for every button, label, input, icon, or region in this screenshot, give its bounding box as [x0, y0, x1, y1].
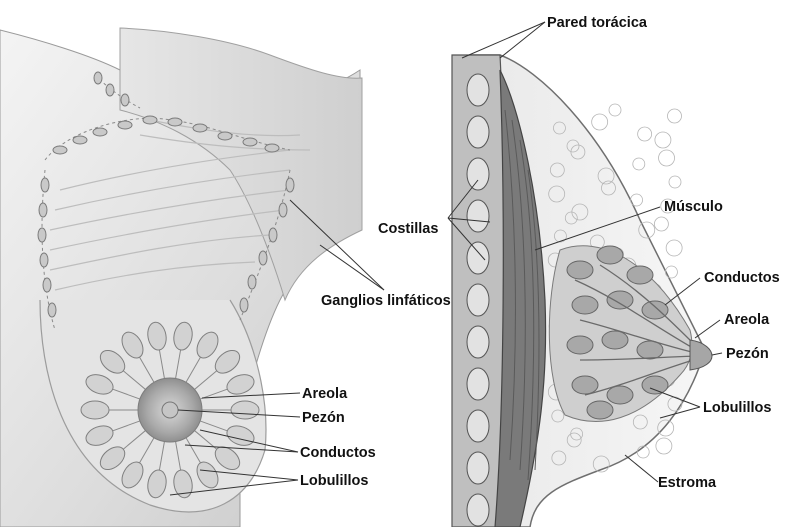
fat-cell [638, 127, 652, 141]
fat-cell [659, 150, 675, 166]
fat-cell [666, 240, 682, 256]
lobule [567, 261, 593, 279]
label-nipple-left: Pezón [302, 410, 345, 426]
label-ducts-right: Conductos [704, 270, 780, 286]
rib [467, 200, 489, 232]
rib [467, 452, 489, 484]
label-nipple-right: Pezón [726, 346, 769, 362]
lobule [642, 376, 668, 394]
fat-cell [633, 158, 645, 170]
fat-cell [631, 194, 643, 206]
fat-cell [667, 109, 681, 123]
lobule [567, 336, 593, 354]
fat-cell [655, 132, 671, 148]
fat-cell [669, 176, 681, 188]
sagittal-nipple [690, 340, 712, 370]
lobule [642, 301, 668, 319]
rib [467, 158, 489, 190]
lobule [231, 401, 259, 419]
label-stroma: Estroma [658, 475, 717, 491]
fat-cell [609, 104, 621, 116]
lobule [607, 386, 633, 404]
lobule [572, 376, 598, 394]
fat-cell [656, 438, 672, 454]
rib [467, 494, 489, 526]
label-muscle: Músculo [664, 199, 723, 215]
fat-cell [592, 114, 608, 130]
label-lobules-right: Lobulillos [703, 400, 771, 416]
lobule [572, 296, 598, 314]
nipple [162, 402, 178, 418]
rib [467, 74, 489, 106]
lobule [602, 331, 628, 349]
fat-cell [654, 217, 668, 231]
rib [467, 116, 489, 148]
rib [467, 284, 489, 316]
lobule [587, 401, 613, 419]
sagittal-view [452, 55, 712, 527]
lobule [597, 246, 623, 264]
lobule [607, 291, 633, 309]
label-areola-left: Areola [302, 386, 348, 402]
rib [467, 242, 489, 274]
ribs [467, 74, 489, 526]
rib [467, 410, 489, 442]
label-lymph-nodes: Ganglios linfáticos [321, 293, 451, 309]
rib [467, 326, 489, 358]
label-ducts-left: Conductos [300, 445, 376, 461]
lobule [627, 266, 653, 284]
label-lobules-left: Lobulillos [300, 473, 368, 489]
label-chest-wall: Pared torácica [547, 15, 648, 31]
label-areola-right: Areola [724, 312, 770, 328]
label-ribs: Costillas [378, 221, 438, 237]
fat-cell [665, 266, 677, 278]
lobule [81, 401, 109, 419]
rib [467, 368, 489, 400]
